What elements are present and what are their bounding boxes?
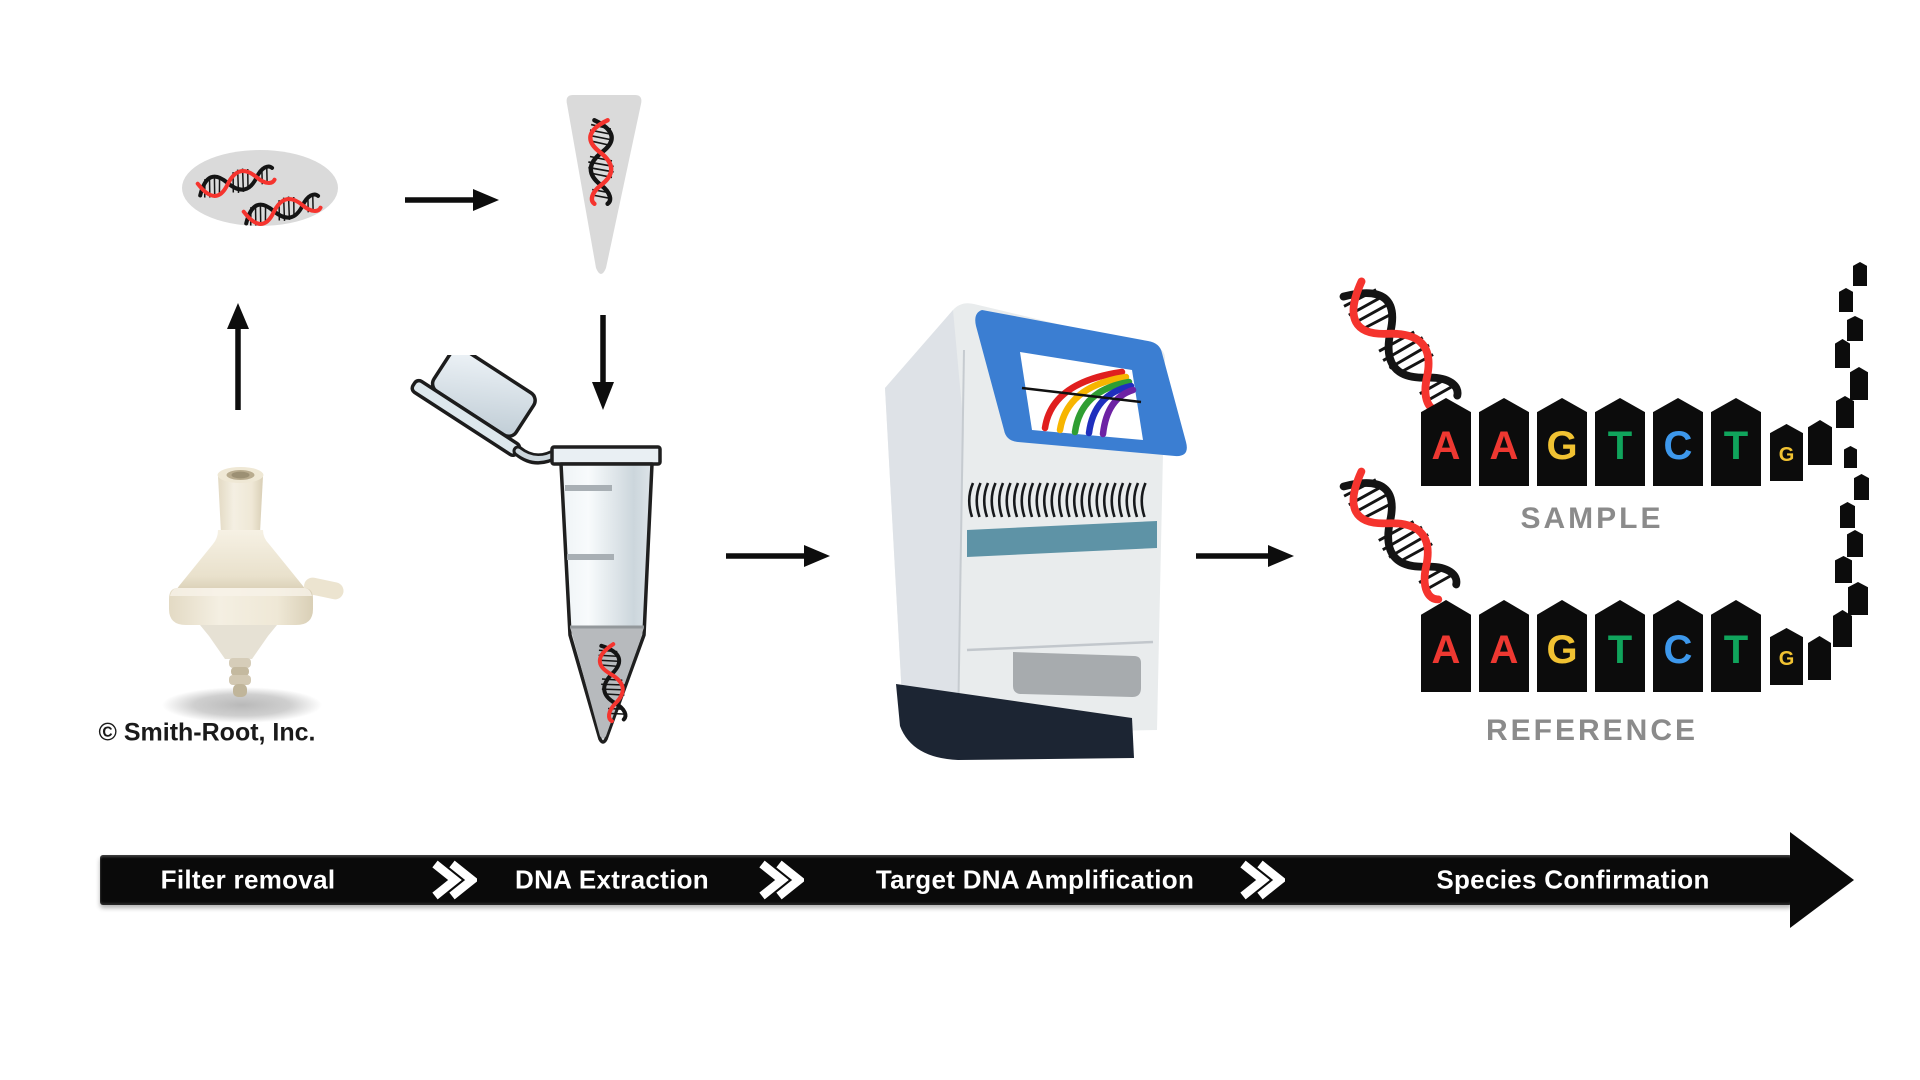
step-species-confirmation: Species Confirmation — [1436, 864, 1710, 895]
base-tag-blank — [1836, 396, 1854, 428]
base-tag: T — [1711, 600, 1761, 692]
filter-shadow — [162, 687, 322, 723]
base-tag-blank — [1854, 474, 1869, 500]
sample-label: SAMPLE — [1520, 502, 1664, 535]
base-letter: T — [1607, 423, 1633, 468]
arrow-right-icon — [1196, 545, 1294, 567]
petri-dish-icon — [182, 150, 338, 231]
base-tag: A — [1479, 398, 1529, 486]
step-filter-removal: Filter removal — [160, 864, 336, 895]
chevrons-icon — [432, 860, 477, 900]
base-tag-blank — [1847, 530, 1863, 557]
qpcr-machine-icon — [885, 303, 1187, 760]
base-letter: G — [1778, 648, 1795, 670]
base-tag: G — [1537, 398, 1587, 486]
base-letter: T — [1607, 627, 1633, 672]
microcentrifuge-tube-icon — [410, 355, 662, 744]
base-letter: G — [1546, 423, 1578, 468]
base-tag: T — [1595, 398, 1645, 486]
base-tag-blank — [1839, 288, 1853, 312]
chevrons-icon — [759, 860, 804, 900]
base-letter: G — [1778, 444, 1795, 466]
filter-credit: © Smith-Root, Inc. — [98, 718, 316, 747]
process-banner — [100, 855, 1792, 905]
process-banner-arrowhead — [1790, 832, 1854, 928]
step-dna-extraction: DNA Extraction — [515, 864, 709, 895]
base-tag: G — [1770, 424, 1803, 481]
base-tag: C — [1653, 398, 1703, 486]
base-letter: A — [1489, 627, 1519, 672]
base-letter: C — [1663, 423, 1693, 468]
dna-helix-icon — [1332, 448, 1502, 618]
base-tag-blank — [1835, 339, 1850, 368]
base-tag-blank — [1847, 316, 1863, 341]
tube-cap — [410, 355, 537, 457]
base-tag: A — [1421, 398, 1471, 486]
arrow-right-icon — [405, 189, 499, 211]
arrow-right-icon — [726, 545, 830, 567]
base-letter: A — [1431, 423, 1461, 468]
base-letter: C — [1663, 627, 1693, 672]
base-tag-blank — [1848, 582, 1868, 615]
base-tag: G — [1770, 628, 1803, 685]
machine-base — [896, 684, 1134, 760]
base-letter: T — [1723, 423, 1749, 468]
base-tag-blank — [1808, 636, 1831, 680]
base-tag-blank — [1850, 367, 1868, 400]
machine-drawer-handle — [1013, 652, 1141, 697]
reference-label: REFERENCE — [1485, 714, 1699, 747]
base-letter: G — [1546, 627, 1578, 672]
machine-band — [967, 521, 1157, 557]
step-target-dna-amplification: Target DNA Amplification — [875, 864, 1195, 895]
base-tag: G — [1537, 600, 1587, 692]
base-tag-blank — [1853, 262, 1867, 286]
base-letter: A — [1431, 627, 1461, 672]
base-tag-blank — [1835, 556, 1852, 583]
base-tag: C — [1653, 600, 1703, 692]
arrow-up-icon — [227, 303, 249, 410]
base-tag: A — [1479, 600, 1529, 692]
chevrons-icon — [1240, 860, 1285, 900]
base-tag: T — [1711, 398, 1761, 486]
edna-filter-icon — [162, 467, 344, 723]
dna-helix-icon — [1330, 250, 1500, 420]
base-tag-blank — [1840, 502, 1855, 528]
base-tag-blank — [1833, 610, 1852, 647]
amplification-curves — [1041, 368, 1137, 438]
pipette-tip-icon — [566, 95, 642, 274]
base-letter: A — [1489, 423, 1519, 468]
base-tag-blank — [1808, 420, 1832, 465]
base-letter: T — [1723, 627, 1749, 672]
threshold-line — [1021, 386, 1142, 404]
base-tag: A — [1421, 600, 1471, 692]
base-tag: T — [1595, 600, 1645, 692]
machine-side-face — [885, 310, 964, 734]
base-tag-blank — [1844, 446, 1857, 468]
machine-vent — [967, 482, 1147, 518]
arrow-down-icon — [592, 315, 614, 410]
